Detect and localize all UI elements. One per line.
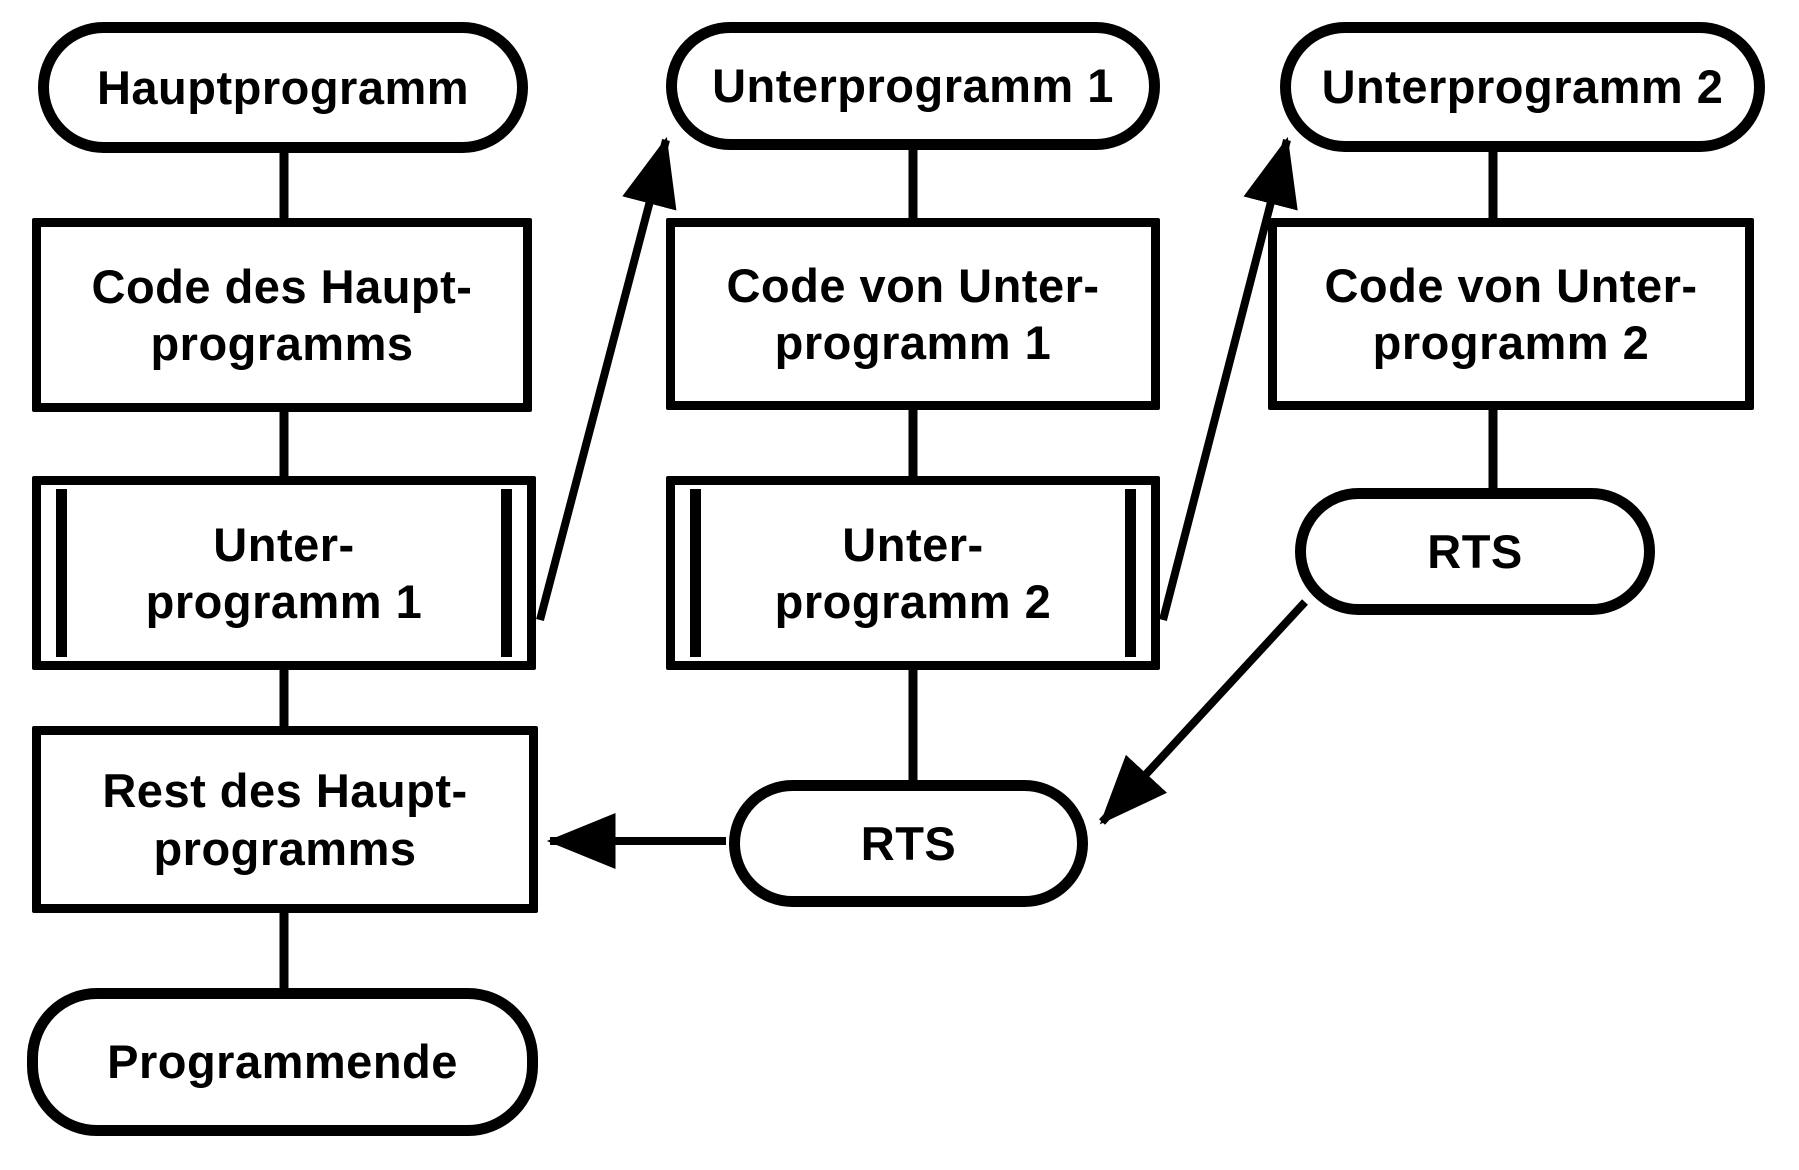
node-unterprogramm-2-entry: Unterprogramm 2: [1280, 22, 1765, 152]
arrow-call-unterprogramm-2: [1159, 136, 1298, 622]
node-programmende: Programmende: [27, 988, 538, 1136]
node-label-line: programm 2: [1372, 316, 1650, 369]
node-rts-unterprogramm-2: RTS: [1295, 488, 1655, 615]
arrow-return-rts2-to-rts1: [1099, 599, 1308, 825]
node-label-line: Code des Haupt-: [91, 259, 473, 313]
predefined-process-bar: [501, 489, 512, 657]
node-label-line: Code von Unter-: [1324, 258, 1698, 312]
node-unterprogramm-1-entry: Unterprogramm 1: [666, 22, 1160, 150]
node-label-line: Code von Unter-: [726, 258, 1100, 312]
node-label-line: Unter-: [213, 517, 355, 571]
node-call-unterprogramm-2: Unter- programm 2: [666, 476, 1160, 670]
node-label-line: programm 2: [774, 575, 1052, 628]
predefined-process-bar: [56, 489, 67, 657]
node-code-unterprogramm-2: Code von Unter- programm 2: [1268, 218, 1754, 410]
predefined-process-bar: [690, 489, 701, 657]
node-label: Unterprogramm 1: [712, 59, 1114, 113]
arrow-call-unterprogramm-1: [536, 136, 677, 622]
node-rest-hauptprogramm: Rest des Haupt- programms: [32, 726, 538, 913]
node-label: RTS: [1427, 524, 1523, 578]
node-label-line: Rest des Haupt-: [102, 764, 468, 818]
node-code-hauptprogramm: Code des Haupt- programms: [32, 218, 532, 412]
node-label: Programmende: [107, 1035, 458, 1089]
predefined-process-bar: [1125, 489, 1136, 657]
node-label-line: Unter-: [842, 517, 984, 571]
node-label-line: programms: [150, 317, 414, 370]
node-call-unterprogramm-1: Unter- programm 1: [32, 476, 536, 670]
node-hauptprogramm: Hauptprogramm: [38, 22, 528, 153]
node-code-unterprogramm-1: Code von Unter- programm 1: [666, 218, 1160, 410]
node-rts-unterprogramm-1: RTS: [729, 780, 1088, 907]
node-label-line: programm 1: [774, 316, 1052, 369]
node-label-line: programms: [153, 821, 417, 875]
node-label: Hauptprogramm: [96, 60, 470, 114]
node-label: RTS: [860, 816, 957, 870]
node-label: Unterprogramm 2: [1321, 60, 1724, 114]
node-label-line: programm 1: [145, 575, 423, 628]
